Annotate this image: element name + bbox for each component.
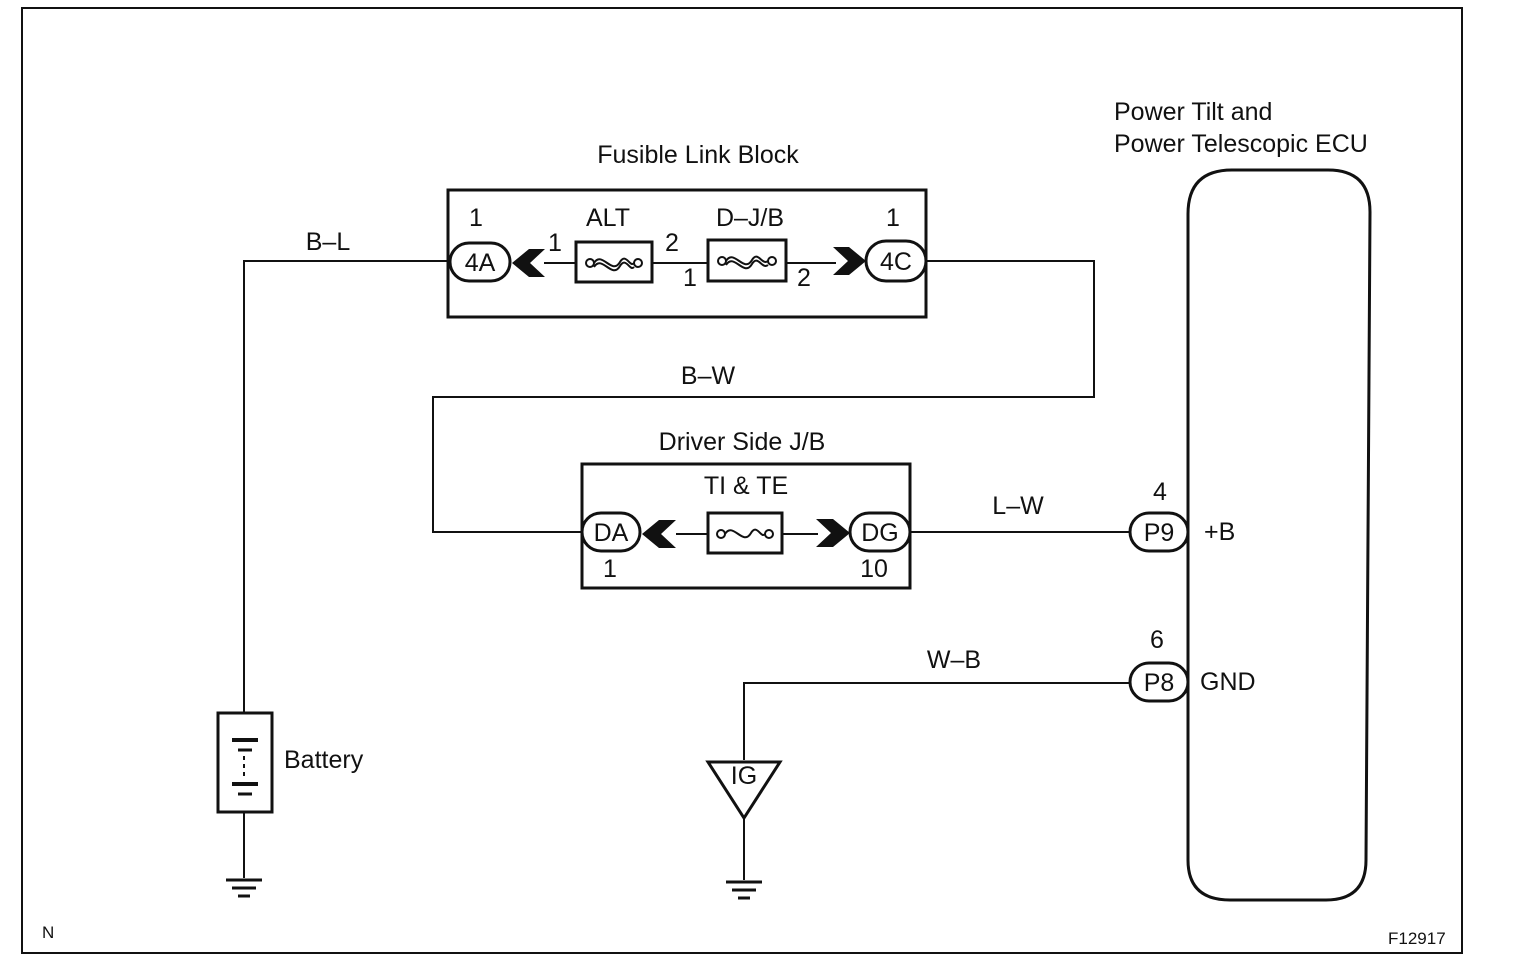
connector-da-terminal-icon [642, 520, 676, 548]
fuse-alt-symbol-icon [585, 257, 643, 272]
connector-4a-terminal-icon [512, 249, 545, 277]
fuse-djb-symbol-icon [717, 255, 777, 270]
connector-4a-label: 4A [465, 249, 496, 277]
ig-triangle-icon [705, 760, 783, 821]
wire-b-w [432, 260, 1095, 533]
terminal-p9-pin: 4 [1153, 478, 1167, 506]
driver-side-jb-title: Driver Side J/B [659, 428, 826, 456]
wire-b-l-label: B–L [306, 228, 351, 256]
connector-4c-pin: 1 [886, 204, 900, 232]
wire-l-w-label: L–W [992, 492, 1044, 520]
connector-p8 [1128, 661, 1190, 703]
ground-icon [226, 878, 262, 898]
fuse-djb-pin-in: 1 [683, 264, 697, 292]
fuse-djb-label: D–J/B [716, 204, 784, 232]
connector-dg-pin: 10 [860, 555, 888, 583]
battery: Battery [216, 711, 364, 814]
connector-4a [448, 241, 512, 283]
fuse-ti-te-label: TI & TE [704, 472, 788, 500]
wire-w-b [743, 682, 1130, 760]
diagram-frame [21, 7, 1463, 954]
fuse-ti-te-symbol-icon [716, 528, 774, 539]
fuse-alt-label: ALT [586, 204, 630, 232]
terminal-gnd-name: GND [1200, 668, 1256, 696]
figure-id: F12917 [1388, 929, 1446, 948]
connector-p9 [1128, 511, 1190, 553]
terminal-b-name: +B [1204, 518, 1235, 546]
connector-dg-label: DG [861, 519, 899, 547]
wire-b-w-label: B–W [681, 362, 736, 390]
ig-ground-point: IG [705, 760, 783, 821]
connector-da-label: DA [594, 519, 629, 547]
fuse-alt-pin-in: 1 [548, 229, 562, 257]
fusible-link-block-title: Fusible Link Block [597, 141, 799, 169]
ecu: Power Tilt and Power Telescopic ECU 4 P9… [1114, 98, 1372, 902]
ecu-box [1186, 168, 1372, 902]
corner-label-n: N [42, 923, 54, 942]
connector-4c [864, 239, 928, 283]
connector-4c-label: 4C [880, 248, 912, 276]
connector-dg-terminal-icon [816, 519, 850, 547]
ig-label: IG [731, 762, 757, 790]
wire-w-b-label: W–B [927, 646, 981, 674]
connector-p9-label: P9 [1144, 519, 1175, 547]
connector-da-pin: 1 [603, 555, 617, 583]
connector-da [580, 511, 642, 553]
fuse-ti-te-box [706, 511, 784, 555]
ecu-title-line1: Power Tilt and [1114, 98, 1272, 126]
terminal-p8-pin: 6 [1150, 626, 1164, 654]
driver-side-jb: Driver Side J/B DA 1 TI & TE DG 10 [580, 428, 912, 590]
ig-ground-icon [726, 880, 762, 900]
connector-4a-pin: 1 [469, 204, 483, 232]
connector-p8-label: P8 [1144, 669, 1175, 697]
fuse-djb-pin-out: 2 [797, 264, 811, 292]
fuse-alt-pin-out: 2 [665, 229, 679, 257]
battery-box [216, 711, 274, 814]
wire-b-l [243, 260, 448, 712]
battery-label: Battery [284, 746, 364, 774]
connector-dg [848, 511, 912, 553]
fusible-link-block: Fusible Link Block 4A 1 ALT 1 2 D–J/B 1 … [446, 141, 928, 319]
connector-4c-terminal-icon [833, 247, 866, 275]
ecu-title-line2: Power Telescopic ECU [1114, 130, 1368, 158]
